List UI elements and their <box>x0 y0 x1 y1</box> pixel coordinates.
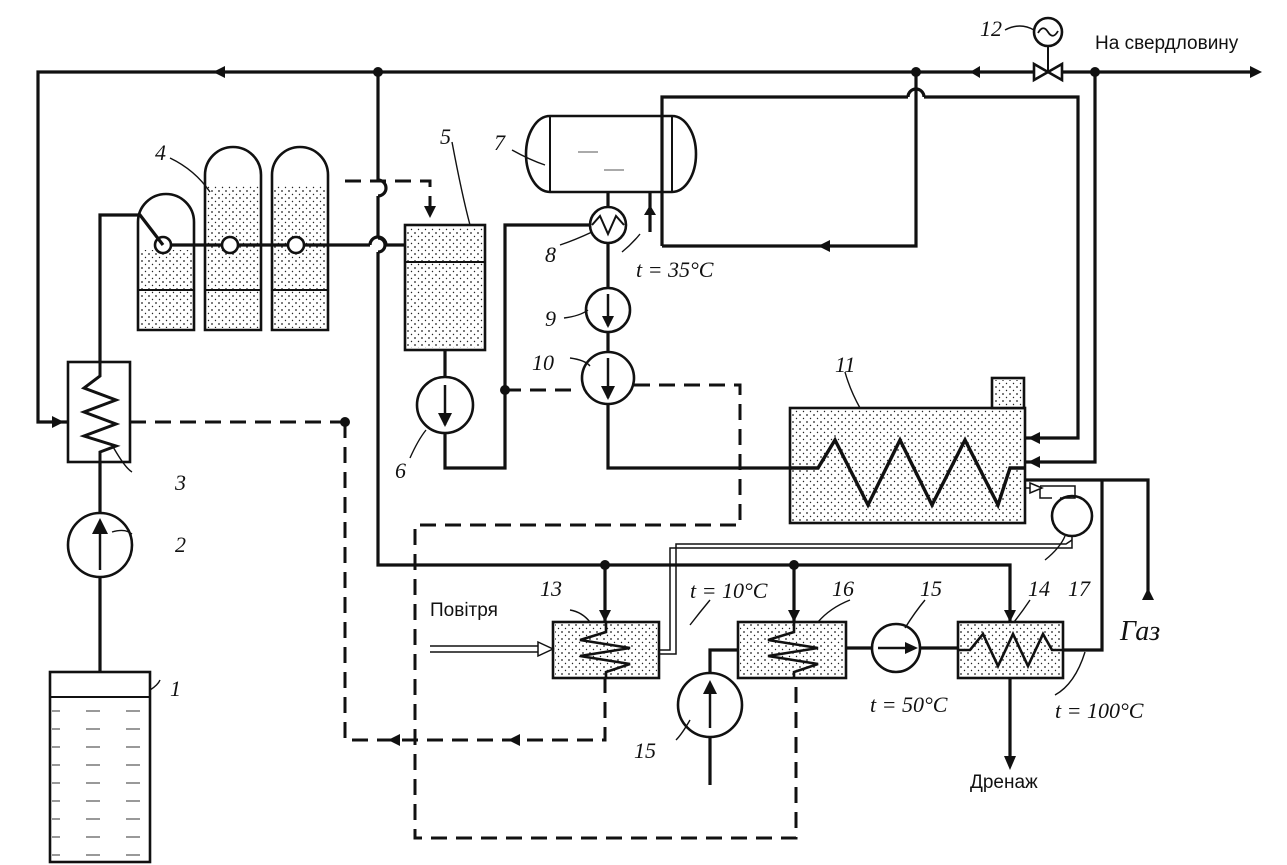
label-17: 17 <box>1068 576 1091 601</box>
heater-16 <box>736 620 848 680</box>
tank-7 <box>524 114 698 194</box>
pump-6 <box>415 375 475 435</box>
temp-35: t = 35°C <box>636 257 714 282</box>
label-2: 2 <box>175 532 186 557</box>
label-8: 8 <box>545 242 556 267</box>
pump-10 <box>580 350 636 406</box>
label-drainage: Дренаж <box>970 772 1038 793</box>
heater-13 <box>551 620 661 680</box>
valve-12 <box>1032 16 1064 83</box>
heat-exchanger-3 <box>66 360 132 464</box>
junction-dots <box>340 67 1100 570</box>
label-1: 1 <box>170 676 181 701</box>
heater-17 <box>956 620 1065 680</box>
label-4: 4 <box>155 140 166 165</box>
label-16: 16 <box>832 576 854 601</box>
dashed-lines <box>130 179 798 840</box>
label-to-well: На свердловину <box>1095 33 1239 54</box>
pump-2 <box>66 511 134 579</box>
label-7: 7 <box>494 130 506 155</box>
label-9: 9 <box>545 306 556 331</box>
label-air: Повітря <box>430 600 498 621</box>
blower-connections <box>430 481 1076 658</box>
filter-columns-4 <box>136 145 330 332</box>
leader-lines <box>111 25 1086 741</box>
label-12: 12 <box>980 16 1002 41</box>
blower-14 <box>1050 494 1094 538</box>
temp-10: t = 10°C <box>690 578 768 603</box>
label-15-upper: 15 <box>920 576 942 601</box>
heater-11 <box>788 376 1027 525</box>
temp-50: t = 50°C <box>870 692 948 717</box>
label-5: 5 <box>440 124 451 149</box>
label-10: 10 <box>532 350 554 375</box>
pump-15-horizontal <box>870 622 922 674</box>
label-14: 14 <box>1028 576 1050 601</box>
pump-9 <box>584 286 632 334</box>
label-15-lower: 15 <box>634 738 656 763</box>
temp-100: t = 100°C <box>1055 698 1144 723</box>
label-3: 3 <box>174 470 186 495</box>
vessel-5 <box>403 223 487 352</box>
label-gas: Газ <box>1119 616 1160 647</box>
pump-15-vertical <box>676 671 744 739</box>
label-6: 6 <box>395 458 406 483</box>
heat-exchanger-8 <box>588 205 628 245</box>
flow-arrows <box>52 66 1262 770</box>
label-11: 11 <box>835 352 855 377</box>
label-13: 13 <box>540 576 562 601</box>
tank-1 <box>48 670 152 864</box>
